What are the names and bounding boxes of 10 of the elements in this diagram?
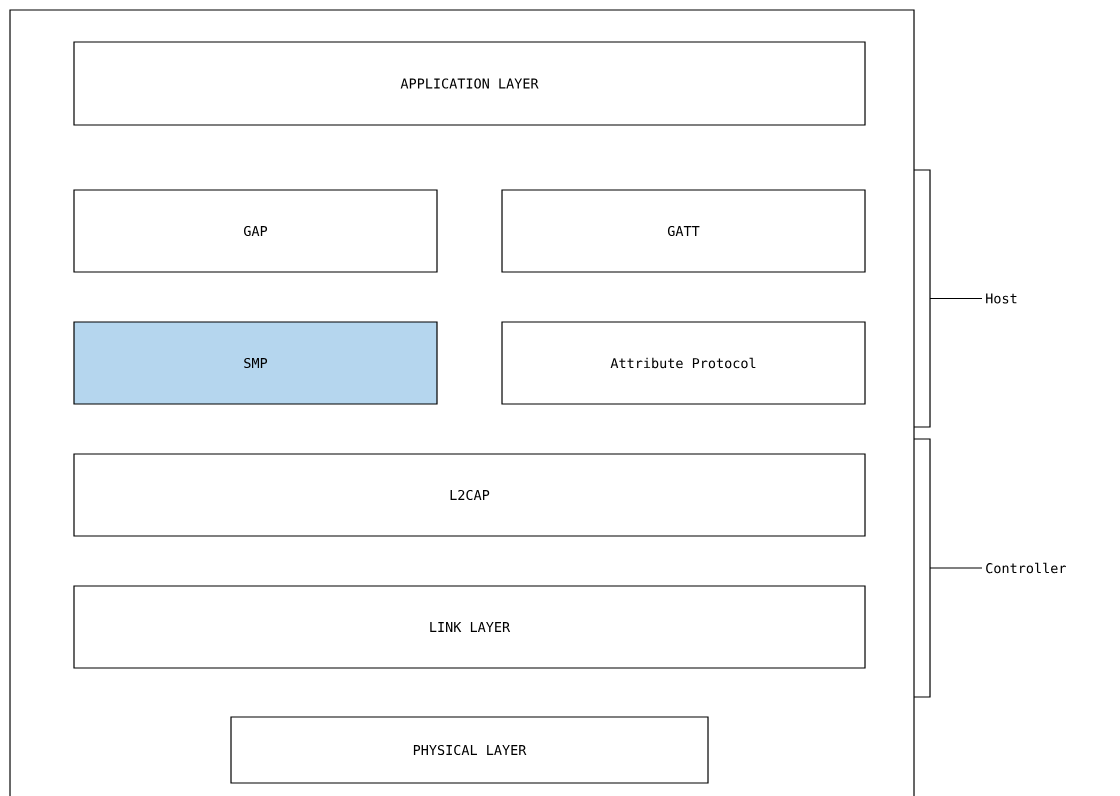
layer-box: PHYSICAL LAYER	[230, 716, 709, 784]
bracket-label: Host	[986, 293, 1017, 304]
layer-box: SMP	[73, 321, 438, 405]
bracket-label: Controller	[986, 562, 1066, 574]
layer-box: LINK LAYER	[73, 585, 866, 669]
layer-box: L2CAP	[73, 453, 866, 537]
layer-box: Attribute Protocol	[501, 321, 866, 405]
layer-box: GATT	[501, 189, 866, 273]
layer-box: APPLICATION LAYER	[73, 41, 866, 126]
layer-box: GAP	[73, 189, 438, 273]
